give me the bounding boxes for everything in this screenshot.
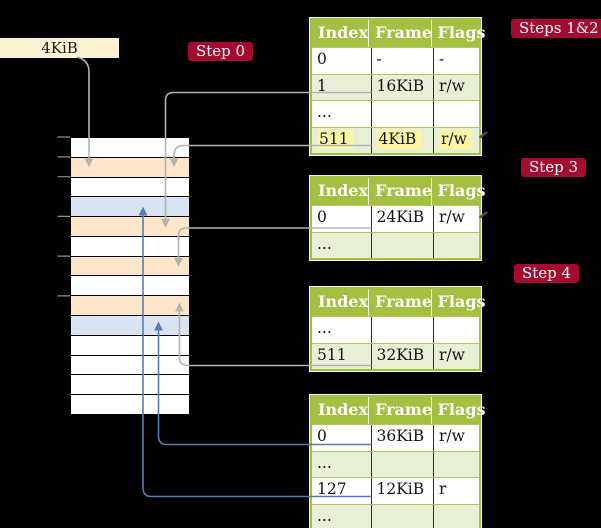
table-cell: 12KiB [372, 478, 434, 504]
table-cell: r/w [439, 76, 465, 95]
table-cell: 511 [312, 127, 372, 153]
highlighted-cell-text: 511 [317, 129, 354, 149]
step-label-1-2: Steps 1&2 [511, 19, 601, 38]
table-cell: 32KiB [372, 343, 434, 369]
frame-size-label: 4KiB [41, 39, 78, 57]
table-header-cell-frame: Frame [369, 397, 432, 424]
table-cell: ... [312, 451, 372, 477]
table-cell: 4KiB [372, 127, 434, 153]
cropped-arrow-stub-l3e0 [479, 211, 488, 219]
table-cell [372, 101, 434, 127]
table-cell: r/w [434, 128, 479, 154]
table-cell: 0 [312, 48, 372, 74]
frame-size-box: 4KiB [0, 38, 119, 58]
table-header-cell-frame: Frame [369, 20, 432, 47]
memory-frame-row-7 [71, 275, 189, 296]
table-cell: r/w [439, 345, 465, 364]
table-cell [372, 451, 434, 477]
memory-frame-row-11 [71, 354, 189, 375]
memory-frame-row-9 [71, 315, 189, 335]
memory-frame-row-6 [71, 255, 189, 276]
memory-frame-row-8 [71, 295, 189, 316]
table-cell: 16KiB [372, 74, 434, 100]
table-header-cell-index: Index [312, 20, 370, 47]
highlighted-cell-text: r/w [439, 129, 472, 149]
cropped-arrow-stub-l4e511 [479, 131, 488, 139]
table-cell: 36KiB [372, 425, 434, 451]
table-cell [372, 317, 434, 343]
table-row: 0-- [312, 47, 479, 74]
memory-frame-row-3 [71, 196, 189, 217]
table-header-cell-flags: Flags [437, 400, 486, 419]
table-cell: r/w [439, 427, 465, 445]
memory-address-ticks [57, 136, 70, 297]
table-cell: 127 [312, 478, 372, 504]
table-row: ... [312, 503, 479, 528]
table-header-cell-index: Index [312, 397, 370, 424]
memory-frame-row-1 [71, 156, 189, 177]
table-header-cell-frame: Frame [369, 289, 432, 316]
memory-frame-row-13 [71, 394, 189, 414]
table-cell [372, 504, 434, 528]
table-row: ... [312, 231, 479, 259]
table-row: 511 4KiB r/w [312, 126, 479, 154]
table-cell [434, 101, 479, 127]
memory-frame-row-5 [71, 235, 189, 256]
table-cell: 511 [312, 343, 372, 369]
table-header-cell-flags: Flags [437, 23, 486, 42]
table-cell [434, 317, 479, 343]
table-cell: ... [312, 101, 372, 127]
memory-frame-row-0 [71, 138, 189, 157]
memory-frame-row-2 [71, 176, 189, 197]
table-cell [434, 233, 479, 259]
memory-frame-row-12 [71, 374, 189, 395]
table-header-cell-index: Index [312, 178, 370, 205]
table-cell: 0 [312, 425, 372, 451]
highlighted-cell-text: 4KiB [376, 129, 422, 149]
table-row: ... [312, 450, 479, 478]
table-header-cell-flags: Flags [437, 181, 486, 200]
table-cell: r/w [439, 208, 465, 226]
table-row: ... [312, 316, 479, 343]
table-header-cell-index: Index [312, 289, 370, 316]
table-cell: 24KiB [372, 206, 434, 232]
step-label-0: Step 0 [188, 42, 254, 61]
physical-memory-stack [70, 137, 190, 415]
table-header-cell-frame: Frame [369, 178, 432, 205]
table-cell: ... [312, 232, 372, 258]
table-cell: ... [312, 317, 372, 343]
table-cell: - [372, 48, 434, 74]
table-cell: - [439, 50, 445, 68]
table-cell [372, 232, 434, 258]
table-cell [434, 452, 479, 478]
step-label-3: Step 3 [521, 158, 587, 177]
memory-frame-row-4 [71, 216, 189, 236]
table-cell: r [439, 480, 447, 498]
table-cell: 1 [312, 74, 372, 100]
table-cell [434, 505, 479, 528]
table-cell: ... [312, 504, 372, 528]
table-row: ... [312, 100, 479, 127]
table-cell: 0 [312, 206, 372, 232]
table-header-cell-flags: Flags [437, 292, 486, 311]
memory-frame-row-10 [71, 334, 189, 355]
step-label-4: Step 4 [514, 264, 580, 283]
